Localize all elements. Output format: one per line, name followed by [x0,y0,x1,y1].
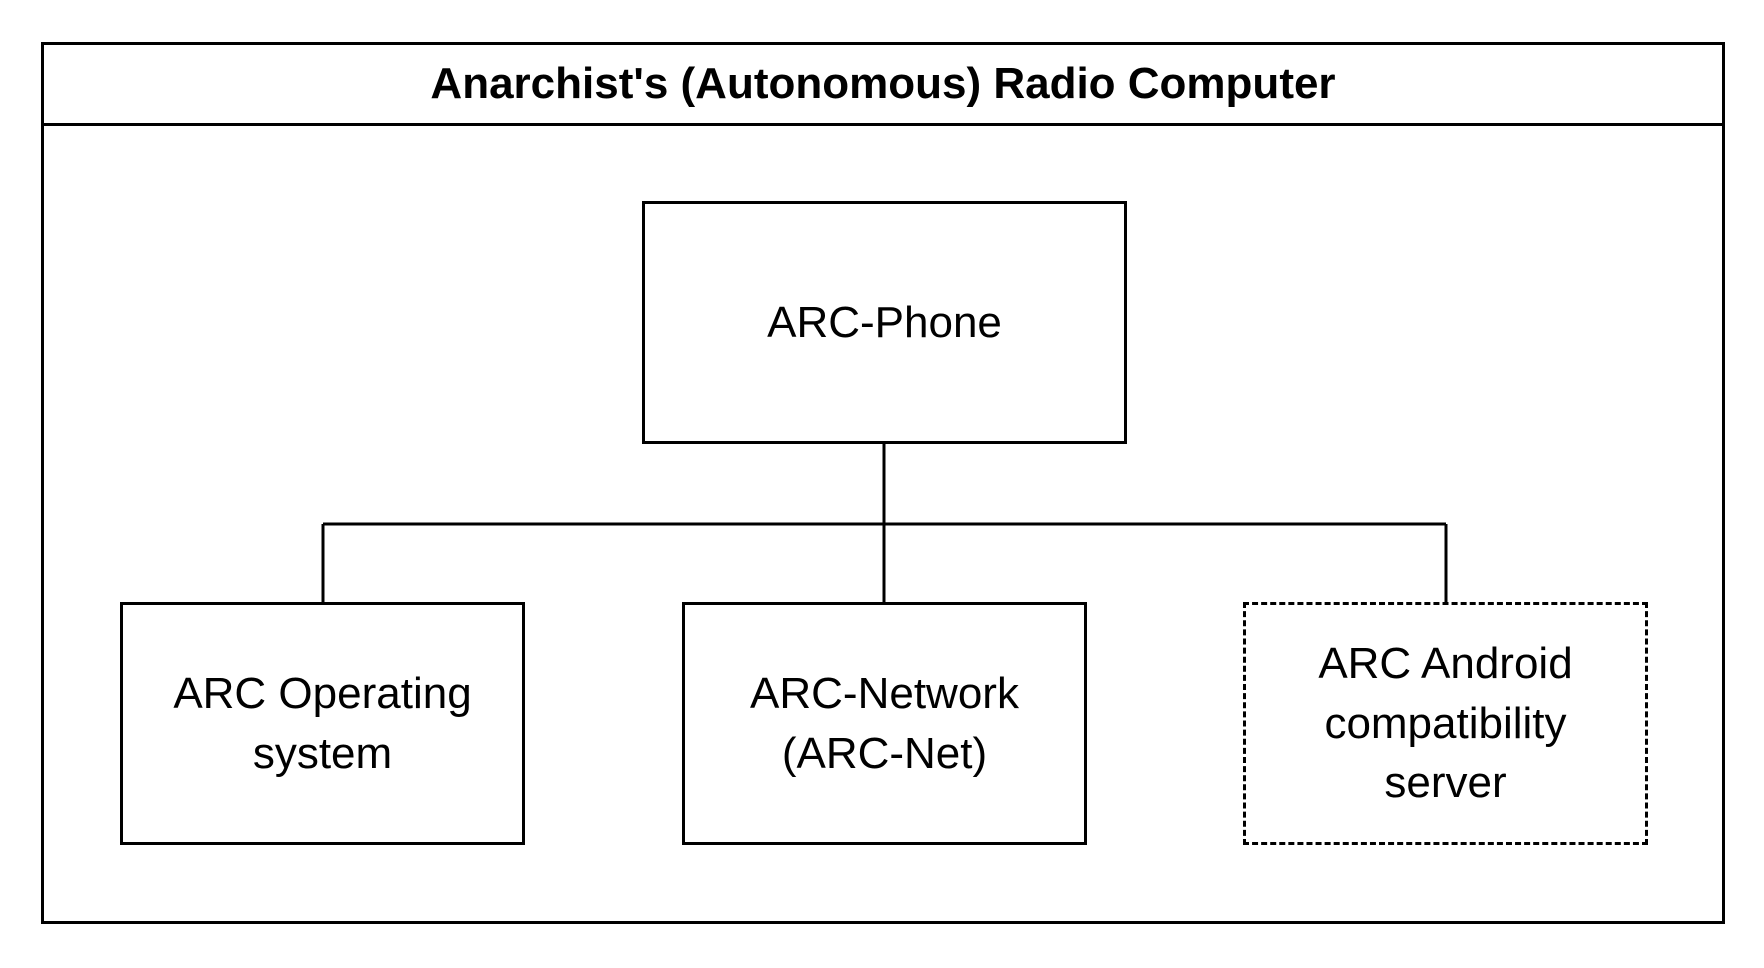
node-arc-android-compat-server-label: ARC Android compatibility server [1318,638,1573,808]
node-arc-android-compat-server: ARC Android compatibility server [1243,602,1648,845]
system-container: Anarchist's (Autonomous) Radio Computer [41,42,1725,924]
node-arc-phone-label: ARC-Phone [767,297,1002,347]
node-arc-operating-system-label: ARC Operating system [173,668,472,778]
container-header: Anarchist's (Autonomous) Radio Computer [44,45,1722,126]
node-arc-network-label: ARC-Network (ARC-Net) [750,668,1019,778]
container-title: Anarchist's (Autonomous) Radio Computer [430,59,1336,108]
node-arc-network: ARC-Network (ARC-Net) [682,602,1087,845]
node-arc-phone: ARC-Phone [642,201,1127,444]
node-arc-operating-system: ARC Operating system [120,602,525,845]
